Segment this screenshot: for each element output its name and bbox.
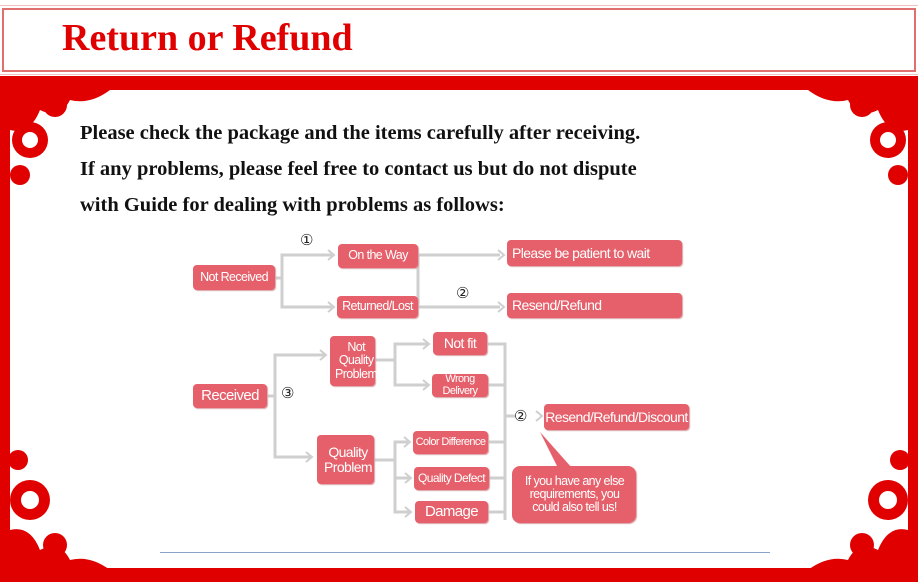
step-number-1: ① <box>300 232 314 249</box>
callout-tail <box>540 432 572 468</box>
step-number-2: ② <box>456 285 470 302</box>
node-quality-problem: Quality Problem <box>317 435 374 484</box>
header-banner: Return or Refund <box>0 5 918 75</box>
step-number-3: ③ <box>281 385 295 402</box>
step-number-2b: ② <box>514 408 528 425</box>
intro-line-1: Please check the package and the items c… <box>80 122 641 144</box>
divider <box>160 552 770 553</box>
intro-line-3: with Guide for dealing with problems as … <box>80 194 505 216</box>
note-callout: If you have any else requirements, you c… <box>512 466 636 523</box>
node-received: Received <box>193 384 267 408</box>
page-title: Return or Refund <box>62 17 353 59</box>
intro-line-2: If any problems, please feel free to con… <box>80 158 637 180</box>
node-quality-defect: Quality Defect <box>414 467 489 490</box>
node-returned-lost: Returned/Lost <box>337 296 418 318</box>
node-color-difference: Color Difference <box>413 431 488 454</box>
node-not-fit: Not fit <box>433 332 487 355</box>
node-damage: Damage <box>415 501 488 523</box>
node-not-received: Not Received <box>193 265 275 290</box>
node-not-quality-problem: Not Quality Problem <box>330 336 378 386</box>
red-frame <box>0 76 918 582</box>
node-resend-refund: Resend/Refund <box>507 293 682 318</box>
node-patient: Please be patient to wait <box>507 240 682 266</box>
node-resend-refund-discount: Resend/Refund/Discount <box>544 404 689 430</box>
node-wrong-delivery: Wrong Delivery <box>432 373 488 397</box>
node-on-the-way: On the Way <box>338 244 418 268</box>
